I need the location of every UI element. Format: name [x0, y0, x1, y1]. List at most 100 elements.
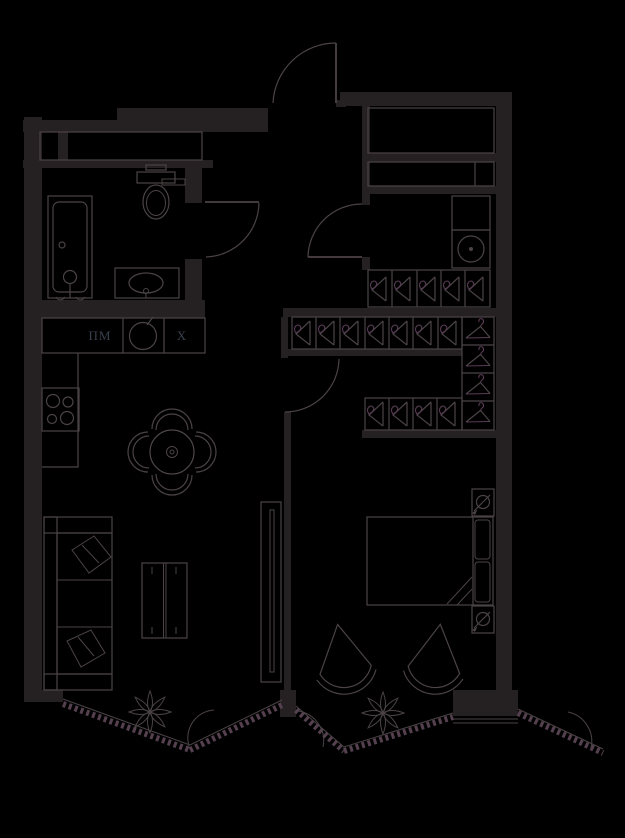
hanger-row-upper: [367, 269, 491, 308]
table-decor: [166, 446, 178, 458]
stove: [41, 387, 80, 432]
dining-chair: [151, 473, 193, 496]
glazing: [343, 714, 454, 754]
balcony-window-right: [294, 691, 454, 754]
tv-screen: [269, 509, 275, 673]
hanger-icon: [293, 320, 311, 346]
wall-top-middle: [117, 108, 268, 132]
casement-arc: [297, 710, 325, 748]
coat-hanger-column: [461, 316, 495, 431]
burner: [45, 393, 61, 409]
washing-machine-drum-icon: [457, 235, 485, 263]
wall-right-outer: [496, 92, 512, 690]
sofa-pillow: [66, 629, 106, 668]
shelf-upper: [367, 107, 495, 154]
flush-plate: [145, 164, 167, 171]
hanger-icon: [418, 276, 436, 302]
neighbor-balcony-edge: [516, 708, 605, 756]
sofa-armrest: [43, 516, 113, 534]
hanger-icon: [366, 320, 384, 346]
coat-hanger-icon: [465, 402, 491, 423]
hanger-icon: [442, 276, 460, 302]
wardrobe-door-arc: [307, 203, 363, 258]
wall-wardrobe-band-mid: [283, 349, 462, 356]
hanger-icon: [414, 320, 432, 346]
hanger-row-lower: [364, 397, 463, 431]
balcony-edge-lines: [453, 718, 518, 724]
wall-wardrobe-bottom: [362, 430, 497, 438]
dining-chair: [194, 431, 217, 473]
hanger-icon: [317, 320, 335, 346]
lamp-icon: [471, 611, 491, 633]
armchair: [400, 619, 471, 699]
wall-shelf-band-2: [362, 186, 496, 194]
burner: [46, 413, 58, 425]
coat-hanger-icon: [465, 374, 491, 395]
bathtub: [47, 195, 93, 301]
wall-room-divider-upper: [281, 317, 288, 358]
wardrobe-room: [291, 107, 495, 431]
dining-table: [149, 429, 195, 475]
armchair: [307, 618, 380, 700]
bathroom-shelf: [161, 178, 186, 186]
wall-wardrobe-band-top: [283, 308, 497, 317]
hanger-icon: [341, 320, 359, 346]
wall-bathroom-bottom: [24, 300, 205, 318]
bathroom-door: [205, 201, 260, 258]
balcony-window-left: [61, 690, 284, 753]
hanger-icon: [438, 401, 456, 427]
glazing: [294, 707, 346, 754]
living-room: [43, 501, 282, 691]
balconies: [61, 690, 605, 756]
washing-machine: [451, 229, 491, 269]
kitchen-counter-row: ПМ Х: [41, 316, 206, 354]
tv-console: [260, 501, 282, 683]
wall-bottom-left: [24, 690, 63, 702]
sink-bowl: [128, 272, 164, 294]
kitchen-sink-icon: [128, 316, 158, 351]
burner: [62, 396, 74, 408]
walls: [23, 92, 518, 717]
entrance-door-arc: [272, 42, 337, 104]
wall-balcony-divider: [280, 690, 296, 717]
hanger-icon: [390, 320, 408, 346]
wall-bathroom-top: [23, 160, 213, 168]
fridge-label: Х: [177, 328, 187, 343]
hanger-icon: [366, 401, 384, 427]
sofa-armrest: [43, 673, 113, 691]
wardrobe-door: [307, 203, 363, 258]
hanger-icon: [414, 401, 432, 427]
hanger-row-middle: [291, 316, 463, 350]
dining-chair: [127, 431, 150, 473]
kitchen: ПМ Х: [41, 316, 217, 496]
bedroom-door: [284, 358, 340, 413]
bathroom: [47, 164, 186, 301]
sofa-pillow: [71, 535, 112, 574]
dining-set: [127, 408, 217, 496]
wall-room-divider-lower: [284, 412, 291, 690]
bedroom-door-arc: [284, 358, 340, 413]
dining-chair: [151, 408, 193, 431]
cabinet: [451, 195, 491, 231]
coffee-table: [141, 562, 188, 639]
dishwasher-label: ПМ: [89, 328, 112, 343]
hanger-icon: [390, 401, 408, 427]
bathroom-sink: [114, 267, 180, 299]
casement-arc: [567, 711, 593, 749]
wall-hall-wardrobe: [362, 100, 370, 205]
doors: [205, 42, 363, 413]
bed-pillow: [474, 519, 491, 560]
glazing: [188, 702, 284, 753]
toilet-tank: [136, 171, 176, 184]
vanity: [114, 267, 180, 299]
toilet-bowl: [142, 184, 170, 220]
tub-drain: [62, 269, 78, 285]
sofa-back: [43, 516, 58, 691]
hanger-icon: [466, 276, 484, 302]
coat-hanger-icon: [465, 346, 491, 367]
bedroom: [307, 488, 495, 700]
bed-pillow: [474, 561, 491, 603]
hanger-icon: [369, 276, 387, 302]
